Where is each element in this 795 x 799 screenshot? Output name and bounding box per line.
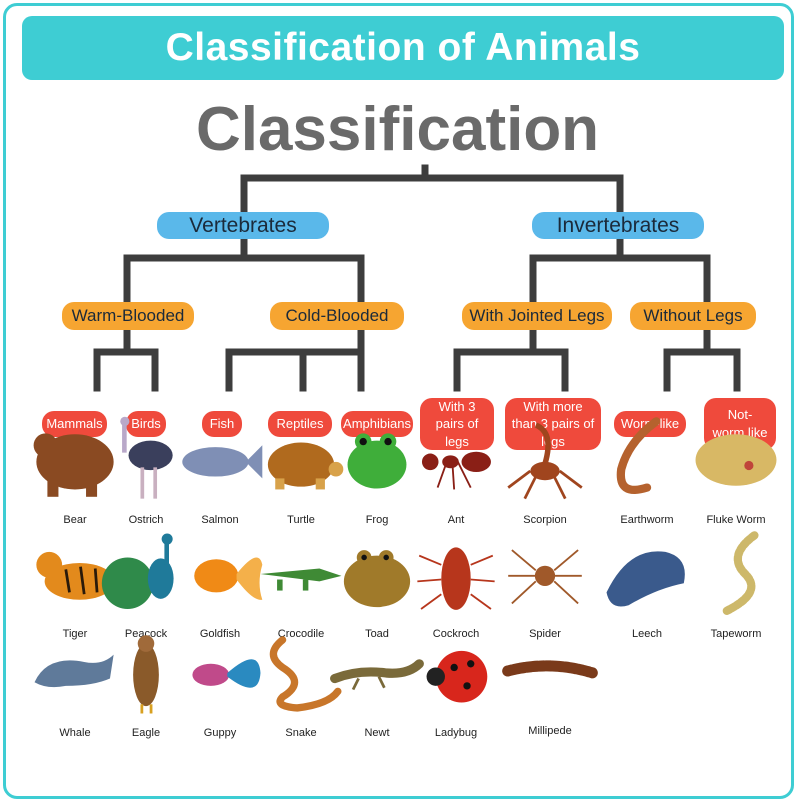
animal-name: Ant <box>406 514 506 526</box>
ladybug-icon <box>406 627 506 719</box>
animal-card: Leech <box>597 528 697 646</box>
tapeworm-icon <box>686 528 786 620</box>
fluke-worm-icon <box>686 414 786 506</box>
group-vertebrates: Vertebrates <box>157 212 329 239</box>
millipede-icon <box>500 625 600 717</box>
scorpion-icon <box>495 414 595 506</box>
animal-name: Fluke Worm <box>686 514 786 526</box>
animal-name: Ladybug <box>406 727 506 739</box>
animal-card: Ant <box>406 414 506 532</box>
animal-name: Leech <box>597 628 697 640</box>
subgroup-cold-blooded: Cold-Blooded <box>270 302 404 330</box>
animal-name: Tapeworm <box>686 628 786 640</box>
animal-name: Millipede <box>500 725 600 737</box>
animal-card: Ladybug <box>406 627 506 745</box>
animal-name: Scorpion <box>495 514 595 526</box>
cockroach-icon <box>406 528 506 620</box>
earthworm-icon <box>597 414 697 506</box>
leech-icon <box>597 528 697 620</box>
subgroup-without-legs: Without Legs <box>630 302 756 330</box>
animal-card: Millipede <box>500 625 600 743</box>
animal-card: Fluke Worm <box>686 414 786 532</box>
animal-card: Scorpion <box>495 414 595 532</box>
animal-card: Earthworm <box>597 414 697 532</box>
animal-card: Tapeworm <box>686 528 786 646</box>
spider-icon <box>495 528 595 620</box>
ant-icon <box>406 414 506 506</box>
subgroup-warm-blooded: Warm-Blooded <box>62 302 194 330</box>
animal-name: Earthworm <box>597 514 697 526</box>
subgroup-jointed-legs: With Jointed Legs <box>462 302 612 330</box>
group-invertebrates: Invertebrates <box>532 212 704 239</box>
